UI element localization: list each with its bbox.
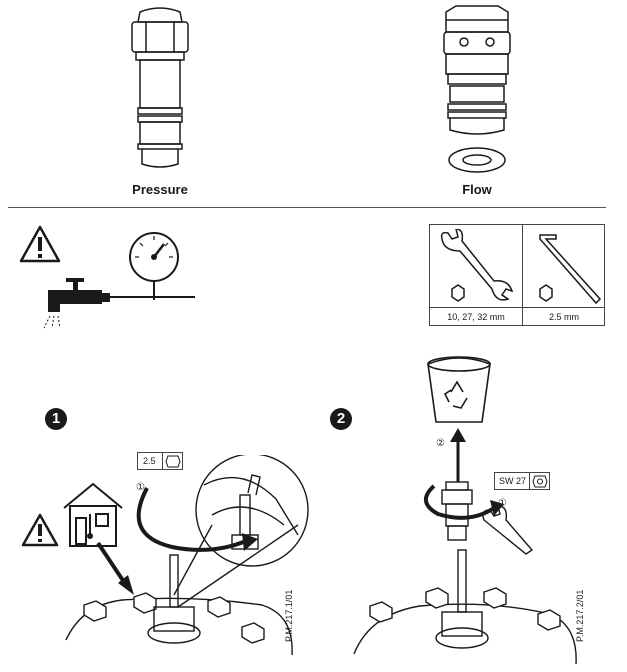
step-1-number: 1	[45, 408, 67, 430]
house-thermometer-icon	[63, 482, 123, 547]
step2-reference-code: P.M.217.2/01	[575, 589, 585, 642]
warning-icon-step1	[21, 513, 59, 547]
hex-key-icon	[539, 234, 602, 305]
step1-reference-code: P.M.217.1/01	[284, 589, 294, 642]
step2-tool-size: SW 27	[499, 476, 527, 486]
step2-tool-tag: SW 27	[494, 472, 550, 490]
hex-nut-icon-2	[532, 475, 548, 488]
hex-nut-icon	[165, 455, 181, 468]
step1-illustration	[65, 455, 309, 656]
recycle-bin-icon	[427, 356, 491, 423]
step1-tool-tag: 2.5	[137, 452, 183, 470]
step1-substep: ①	[136, 482, 145, 493]
pressure-label: Pressure	[132, 182, 188, 197]
step2-illustration	[353, 481, 577, 664]
section-divider	[8, 207, 606, 208]
flow-cartridge-illustration	[443, 5, 511, 173]
step2-substep-1: ①	[498, 498, 507, 509]
hex-key-size-label: 2.5 mm	[548, 312, 579, 322]
step2-tool-tag-divider	[529, 473, 530, 489]
warning-icon	[19, 225, 61, 263]
step2-substep-2: ②	[436, 438, 445, 449]
step1-tool-tag-divider	[162, 453, 163, 469]
tools-box: 10, 27, 32 mm 2.5 mm	[429, 224, 605, 326]
tools-box-divider	[522, 225, 523, 325]
step-2-number: 2	[330, 408, 352, 430]
water-tap-icon	[43, 278, 195, 329]
tools-box-hline	[430, 307, 604, 308]
pressure-cartridge-illustration	[131, 7, 189, 168]
flow-label: Flow	[462, 182, 492, 197]
step2-up-arrow	[450, 428, 466, 482]
wrench-size-label: 10, 27, 32 mm	[447, 312, 505, 322]
open-end-wrench-icon	[440, 229, 514, 302]
step1-tool-size: 2.5	[143, 456, 156, 466]
